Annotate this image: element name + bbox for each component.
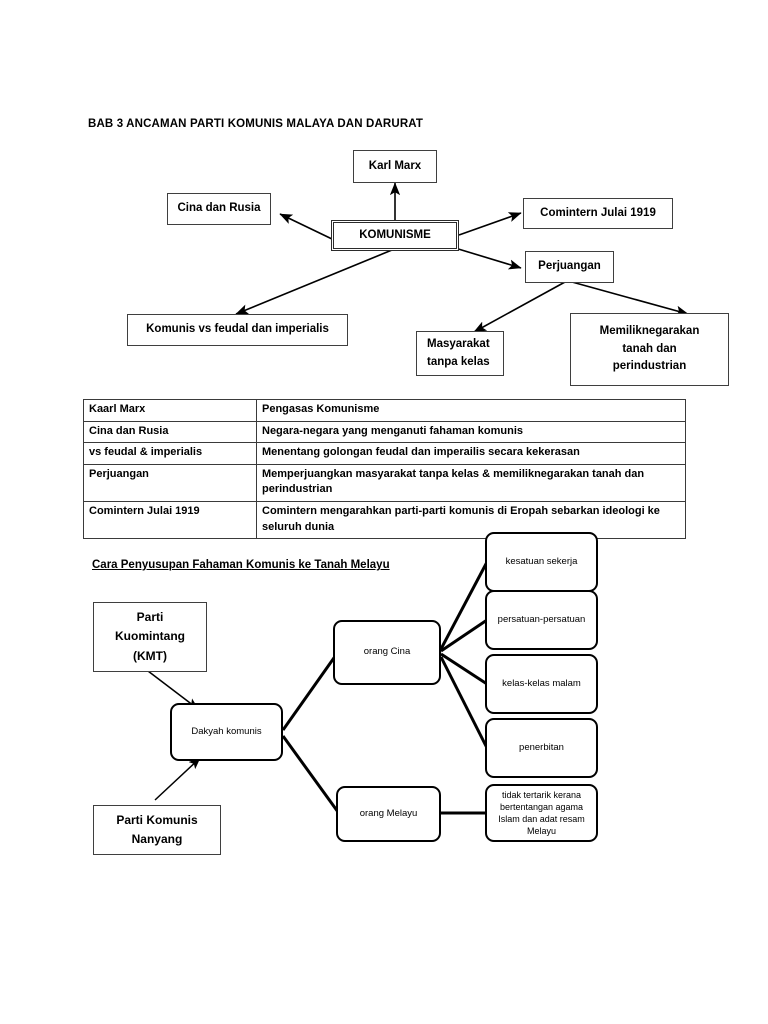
flow-chart-heading: Cara Penyusupan Fahaman Komunis ke Tanah… [92,559,390,571]
flow-node-orang-melayu: orang Melayu [336,786,441,842]
flow-outcome-penerbitan: penerbitan [485,718,598,778]
table-row: vs feudal & imperialis Menentang golonga… [83,442,686,465]
flow-node-orang-cina: orang Cina [333,620,441,685]
table-cell-value: Menentang golongan feudal dan imperailis… [256,442,686,465]
table-row: Cina dan Rusia Negara-negara yang mengan… [83,420,686,444]
node-perjuangan: Perjuangan [525,251,614,283]
concept-definition-table: Kaarl Marx Pengasas Komunisme Cina dan R… [83,399,686,540]
table-cell-key: Comintern Julai 1919 [83,501,257,540]
page-title: BAB 3 ANCAMAN PARTI KOMUNIS MALAYA DAN D… [88,118,424,130]
node-komunisme-center: KOMUNISME [331,220,459,251]
node-comintern: Comintern Julai 1919 [523,198,673,229]
flow-node-dakyah-komunis: Dakyah komunis [170,703,283,761]
flow-outcome-persatuan-persatuan: persatuan-persatuan [485,590,598,650]
node-masyarakat-tanpa-kelas: Masyarakat tanpa kelas [416,331,504,376]
flow-node-parti-kuomintang: Parti Kuomintang (KMT) [93,602,207,672]
table-cell-key: Kaarl Marx [83,399,257,422]
table-cell-value: Pengasas Komunisme [256,399,686,422]
flow-outcome-melayu-tidak-tertarik: tidak tertarik kerana bertentangan agama… [485,784,598,842]
flow-outcome-kesatuan-sekerja: kesatuan sekerja [485,532,598,592]
table-cell-value: Negara-negara yang menganuti fahaman kom… [256,420,686,444]
table-cell-value: Memperjuangkan masyarakat tanpa kelas & … [256,463,686,503]
table-cell-key: Perjuangan [83,463,257,503]
flow-node-parti-komunis-nanyang: Parti Komunis Nanyang [93,805,221,855]
flow-outcome-kelas-kelas-malam: kelas-kelas malam [485,654,598,714]
table-cell-value: Comintern mengarahkan parti-parti komuni… [256,501,686,540]
table-row: Kaarl Marx Pengasas Komunisme [83,399,686,422]
node-cina-dan-rusia: Cina dan Rusia [167,193,271,225]
node-karl-marx: Karl Marx [353,150,437,183]
node-komunis-vs-feudal: Komunis vs feudal dan imperialis [127,314,348,346]
table-body: Kaarl Marx Pengasas Komunisme Cina dan R… [83,399,686,540]
table-cell-key: Cina dan Rusia [83,420,257,444]
table-row: Comintern Julai 1919 Comintern mengarahk… [83,501,686,540]
node-memiliknegarakan: Memiliknegarakan tanah dan perindustrian [570,313,729,386]
table-cell-key: vs feudal & imperialis [83,442,257,465]
table-row: Perjuangan Memperjuangkan masyarakat tan… [83,463,686,503]
